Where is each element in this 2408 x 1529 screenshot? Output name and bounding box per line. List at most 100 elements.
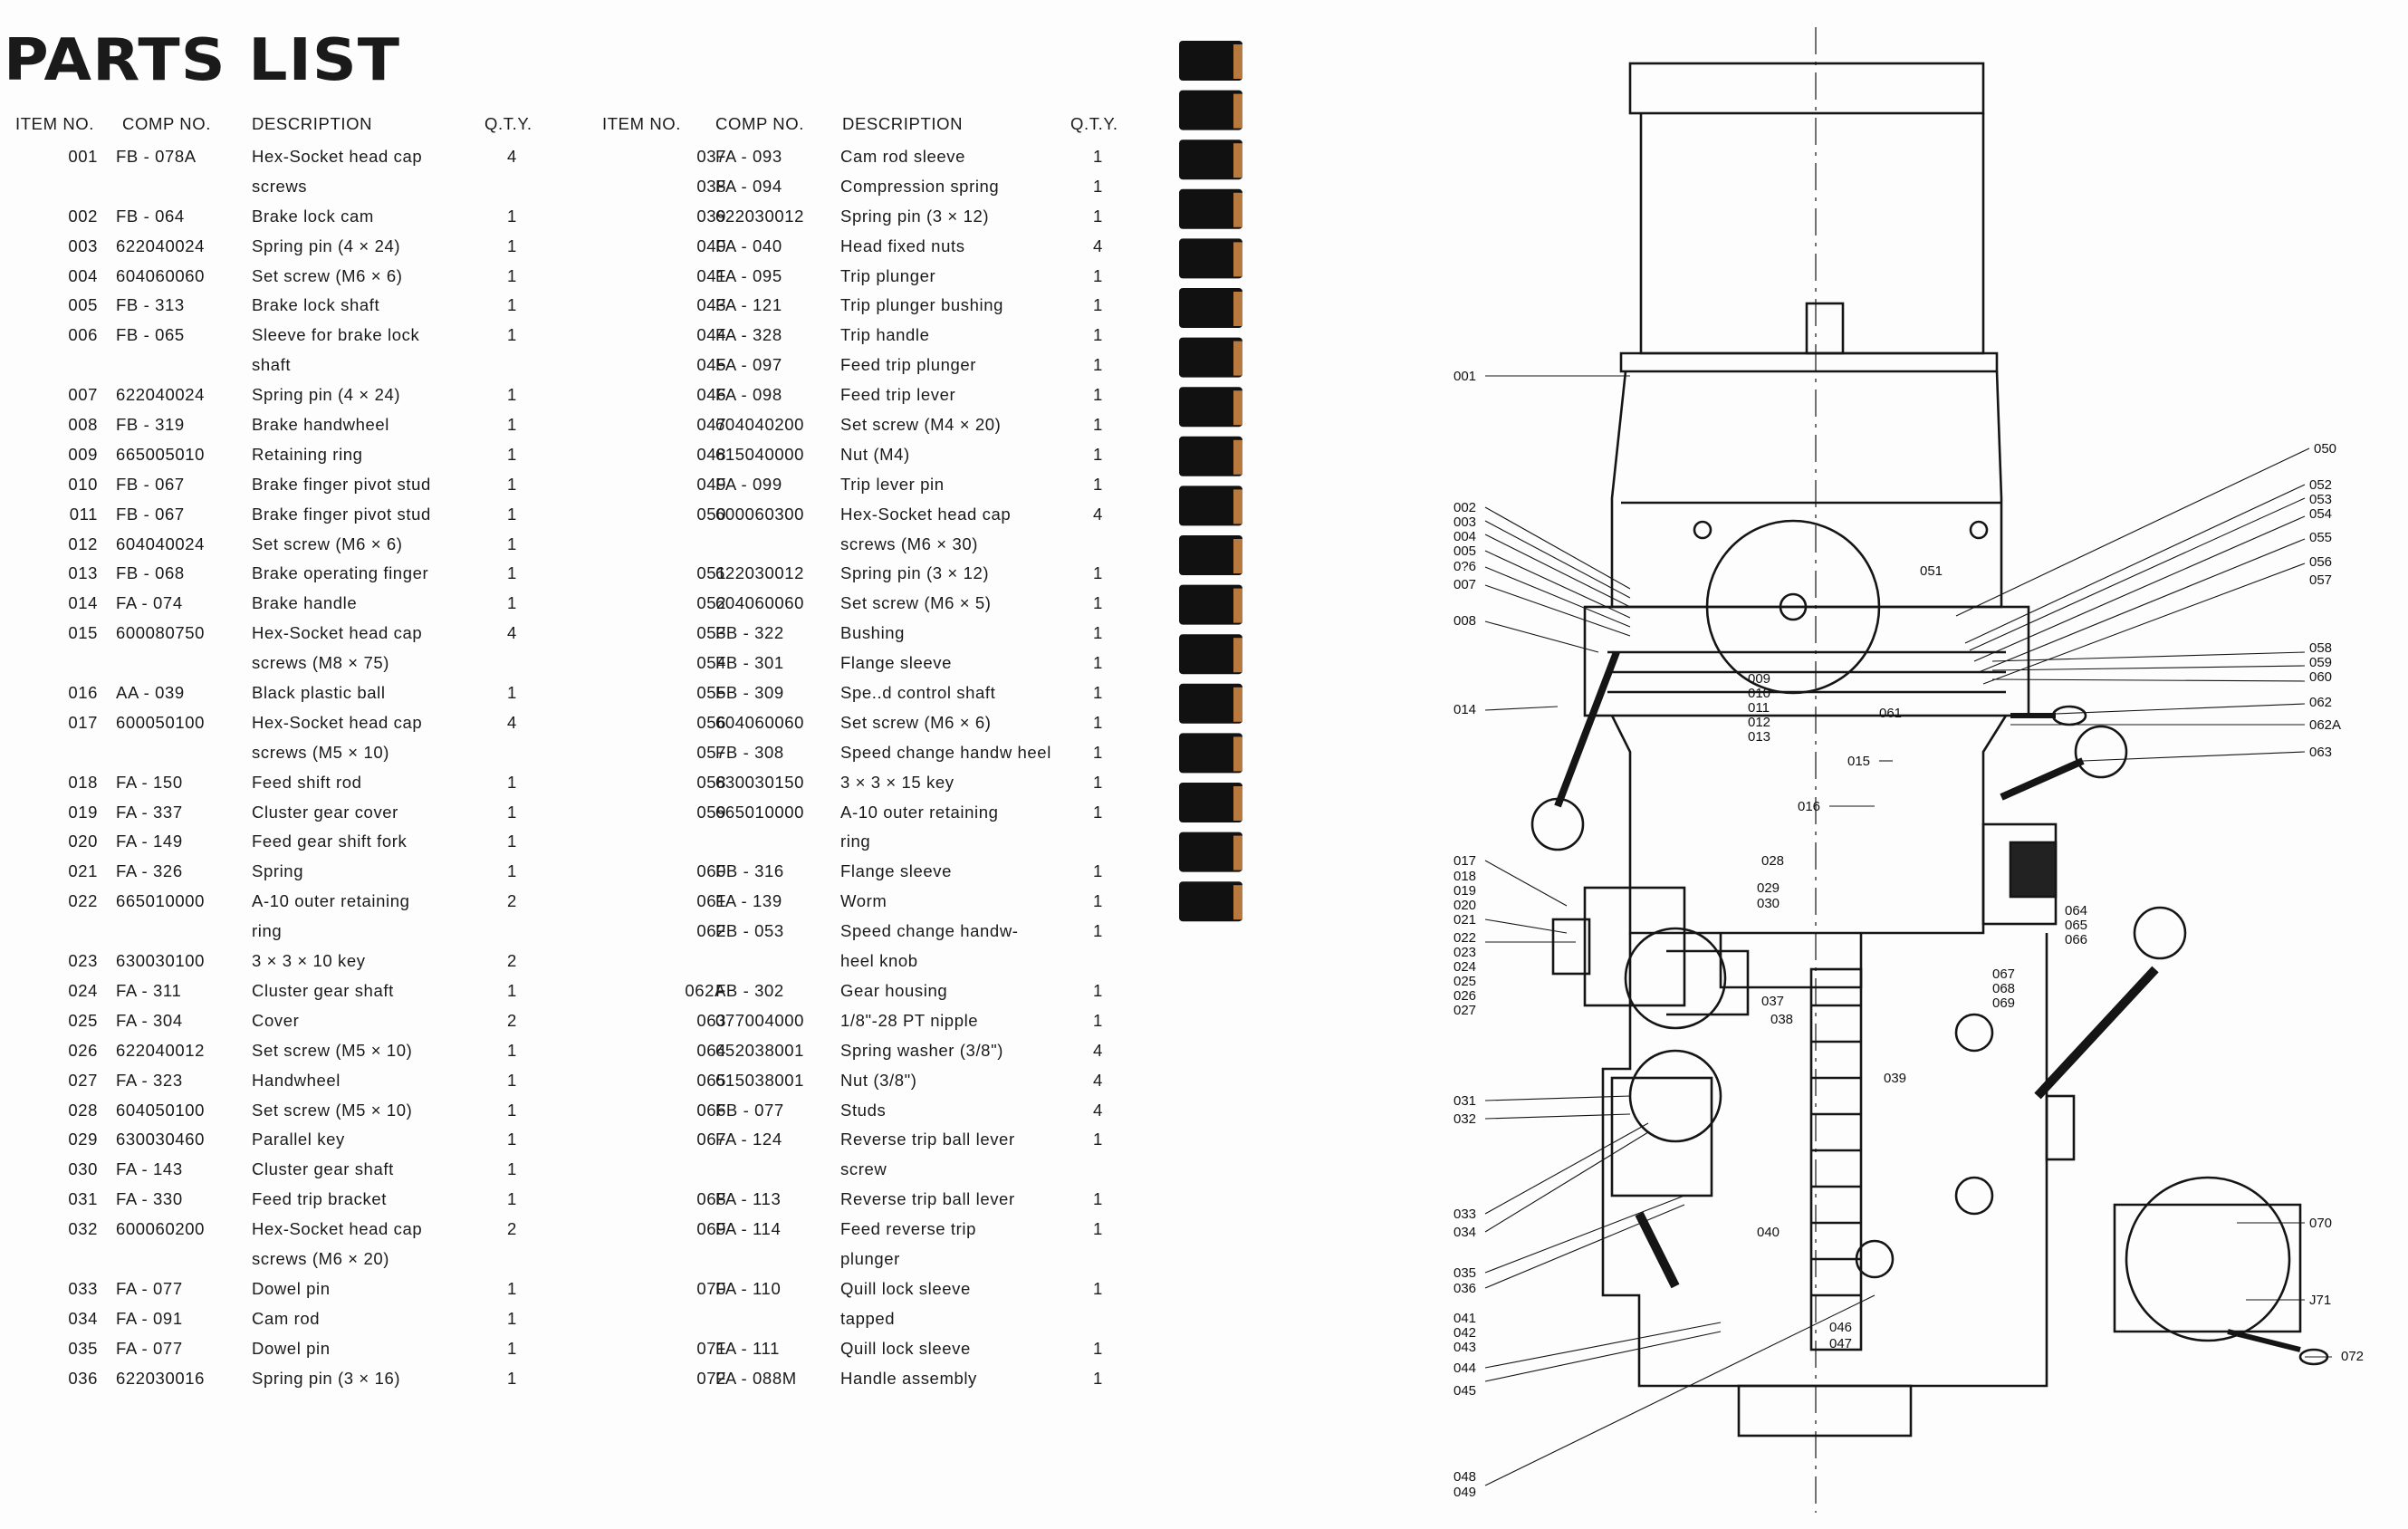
cell-item-no: 035 [68, 1338, 98, 1358]
callout-057: 057 [2309, 572, 2332, 588]
cell-comp-no: FB - 319 [116, 415, 185, 435]
cell-item-no: 015 [68, 623, 98, 643]
gear-housing [1583, 605, 2030, 717]
cell-comp-no: FA - 326 [116, 861, 183, 881]
cell-description: screws (M5 × 10) [252, 742, 389, 762]
cell-qty: 1 [1093, 415, 1103, 435]
cell-description: Cluster gear cover [252, 802, 398, 822]
cell-qty: 1 [507, 563, 517, 583]
cell-item-no: 020 [68, 832, 98, 851]
cell-description: Brake lock shaft [252, 295, 380, 315]
cell-comp-no: FA - 077 [116, 1338, 183, 1358]
cell-item-no: 013 [68, 563, 98, 583]
cell-qty: 1 [1093, 683, 1103, 703]
cell-qty: 1 [507, 325, 517, 345]
head-body [1610, 715, 2008, 935]
callout-044: 044 [1453, 1361, 1476, 1376]
cell-item-no: 036 [68, 1368, 98, 1388]
cell-comp-no: FA - 323 [116, 1070, 183, 1090]
cell-item-no: 004 [68, 265, 98, 285]
binding-ring [1179, 535, 1242, 575]
callout-045: 045 [1453, 1383, 1476, 1399]
leader-lines [1484, 375, 2332, 1486]
cell-comp-no: FA - 149 [116, 832, 183, 851]
callout-042: 042 [1453, 1325, 1476, 1341]
cell-description: A-10 outer retaining [840, 802, 999, 822]
callout-031: 031 [1453, 1093, 1476, 1109]
cell-qty: 1 [507, 415, 517, 435]
quill-window [1719, 933, 1863, 989]
callout-039: 039 [1884, 1071, 1906, 1086]
callout-006: 0?6 [1453, 559, 1476, 574]
cell-description: Spring pin (3 × 12) [840, 563, 990, 583]
callout-022: 022 [1453, 930, 1476, 946]
callout-010: 010 [1748, 686, 1770, 701]
cell-comp-no: FB - 301 [715, 653, 784, 673]
bolt-left [1693, 520, 1712, 540]
cell-item-no: 018 [68, 772, 98, 792]
header-item-no: ITEM NO. [15, 114, 95, 133]
exploded-head-diagram: 001 002 003 004 005 0?6 007 008 009 010 … [1453, 27, 2364, 1513]
cell-item-no: 060 [696, 861, 726, 881]
cell-comp-no: 630030150 [715, 772, 804, 792]
cell-item-no: 059 [696, 802, 726, 822]
cell-comp-no: FB - 309 [715, 683, 784, 703]
cell-item-no: 043 [696, 295, 726, 315]
callout-061: 061 [1879, 706, 1902, 721]
callout-024: 024 [1453, 959, 1476, 975]
cell-comp-no: AA - 039 [116, 683, 185, 703]
cell-item-no: 039 [696, 206, 726, 226]
cell-item-no: 056 [696, 712, 726, 732]
cell-description: Studs [840, 1100, 887, 1120]
callout-025: 025 [1453, 974, 1476, 989]
bolt-right [1969, 520, 1989, 540]
cell-description: Spring pin (4 × 24) [252, 385, 401, 405]
cell-qty: 1 [1093, 1278, 1103, 1298]
binding-ring [1179, 188, 1242, 229]
cell-item-no: 017 [68, 712, 98, 732]
cell-description: Quill lock sleeve [840, 1338, 971, 1358]
cell-item-no: 009 [68, 444, 98, 464]
callout-009: 009 [1748, 671, 1770, 687]
page-title: PARTS LIST [4, 27, 401, 94]
cell-comp-no: 604040200 [715, 415, 804, 435]
cell-qty: 1 [507, 772, 517, 792]
cell-qty: 1 [507, 1070, 517, 1090]
callout-062: 062 [2309, 695, 2332, 710]
callout-055: 055 [2309, 530, 2332, 545]
cell-qty: 1 [1093, 1219, 1103, 1239]
cell-qty: 1 [507, 1159, 517, 1179]
cell-qty: 1 [507, 832, 517, 851]
cell-comp-no: 622040012 [116, 1040, 205, 1060]
cell-comp-no: FA - 110 [715, 1278, 782, 1298]
cell-comp-no: FA - 328 [715, 325, 782, 345]
brake-handle [1554, 650, 1620, 808]
cell-item-no: 047 [696, 415, 726, 435]
cell-comp-no: 652038001 [715, 1040, 804, 1060]
callout-053: 053 [2309, 492, 2332, 507]
cell-description: Retaining ring [252, 444, 363, 464]
cell-description: Worm [840, 891, 887, 911]
trip-handle [1635, 1211, 1680, 1289]
speed-lever [2000, 757, 2085, 801]
cell-comp-no: 615038001 [715, 1070, 804, 1090]
quill-lock-handle [2227, 1329, 2301, 1352]
cell-description: screw [840, 1159, 887, 1179]
cell-item-no: 012 [68, 534, 98, 553]
cell-item-no: 045 [696, 355, 726, 375]
cell-description: Spe..d control shaft [840, 683, 996, 703]
cell-description: Trip plunger bushing [840, 295, 1003, 315]
callout-054: 054 [2309, 506, 2332, 522]
cell-item-no: 048 [696, 444, 726, 464]
callout-048: 048 [1453, 1469, 1476, 1485]
speed-lever-ball [2074, 725, 2128, 779]
cell-description: Hex-Socket head cap [840, 504, 1012, 524]
cluster-gear [1666, 949, 1750, 1016]
cell-item-no: 003 [68, 236, 98, 255]
cell-qty: 1 [507, 534, 517, 553]
cell-comp-no: 600060200 [116, 1219, 205, 1239]
callout-001: 001 [1453, 369, 1476, 384]
cell-qty: 1 [1093, 802, 1103, 822]
gear-housing-bands [1607, 650, 2006, 694]
cell-comp-no: FA - 094 [715, 176, 782, 196]
